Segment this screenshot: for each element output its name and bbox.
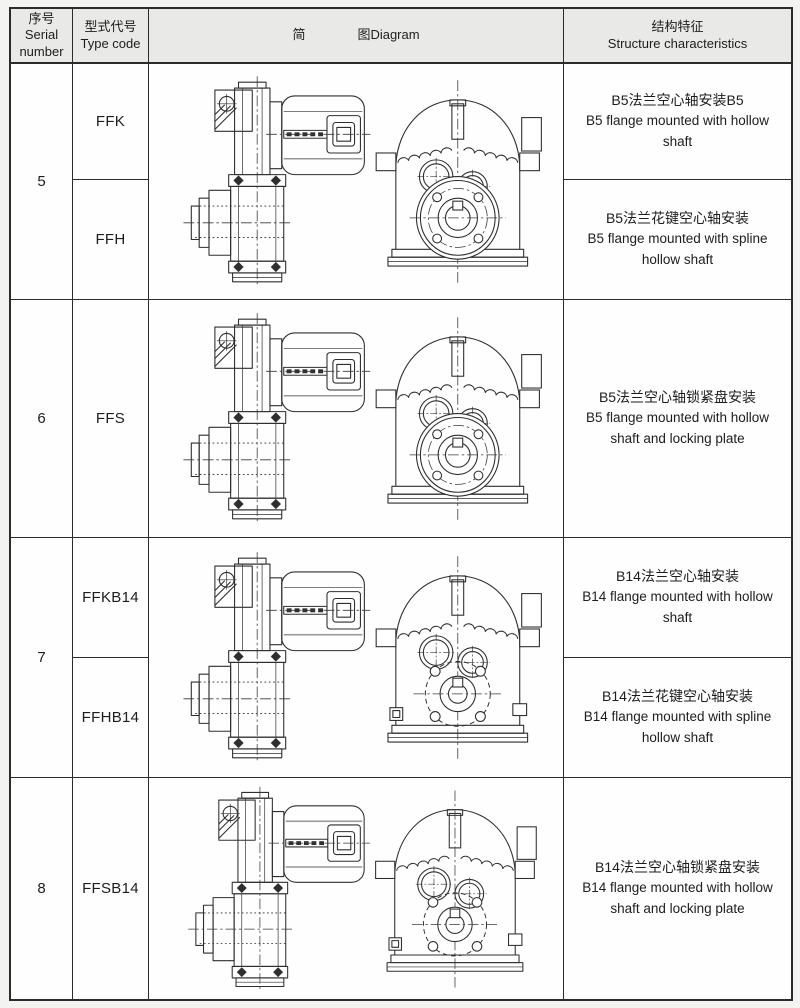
- reducer-type-table: 序号 Serial number 型式代号 Type code 简 图Diagr…: [9, 7, 793, 1001]
- serial-number-cell: 7: [11, 538, 73, 777]
- type-code-ffs: FFS: [73, 300, 149, 537]
- characteristic-zh: B14法兰花键空心轴安装: [602, 687, 753, 704]
- characteristic-zh: B5法兰空心轴安装B5: [611, 91, 744, 108]
- characteristic-en: B5 flange mounted with spline hollow sha…: [587, 231, 768, 268]
- characteristics-column: B14法兰空心轴安装 B14 flange mounted with hollo…: [564, 538, 791, 777]
- serial-number-cell: 6: [11, 300, 73, 537]
- type-code-column: FFK FFH: [73, 64, 149, 299]
- characteristic-cell: B5法兰花键空心轴安装 B5 flange mounted with splin…: [564, 180, 791, 299]
- front-view-b14-drawing: [376, 556, 541, 759]
- characteristics-column: B5法兰空心轴安装B5 B5 flange mounted with hollo…: [564, 64, 791, 299]
- characteristic-zh: B5法兰空心轴锁紧盘安装: [598, 388, 757, 405]
- characteristic-cell: B14法兰空心轴安装 B14 flange mounted with hollo…: [564, 538, 791, 658]
- diagram-cell: [149, 300, 564, 537]
- gear-reducer-drawing: [187, 785, 559, 990]
- characteristic-cell: B5法兰空心轴安装B5 B5 flange mounted with hollo…: [564, 64, 791, 180]
- diagram-cell: [149, 64, 564, 299]
- side-view-drawing: [182, 75, 371, 286]
- table-row-serial-8: 8 FFSB14 B14法兰空心轴锁紧盘安装 B14 flange mounte…: [11, 778, 791, 999]
- header-structure-characteristics: 结构特征 Structure characteristics: [607, 19, 748, 51]
- characteristic-en: B5 flange mounted with hollow shaft and …: [585, 410, 770, 447]
- table-row-serial-5: 5 FFK FFH B5法兰空心轴安装B5 B5 flange mounted …: [11, 64, 791, 300]
- diagram-cell: [149, 778, 564, 999]
- header-diagram: 简 图Diagram: [149, 9, 564, 62]
- front-view-b5-drawing: [376, 317, 541, 520]
- serial-number-cell: 5: [11, 64, 73, 299]
- type-code-column: FFKB14 FFHB14: [73, 538, 149, 777]
- type-code-ffk: FFK: [73, 64, 148, 180]
- header-serial-number: 序号 Serial number: [11, 9, 73, 62]
- serial-number-cell: 8: [11, 778, 73, 999]
- characteristic-zh: B14法兰空心轴安装: [616, 567, 739, 584]
- characteristic-en: B14 flange mounted with hollow shaft: [582, 589, 773, 626]
- type-code-ffh: FFH: [95, 231, 126, 248]
- characteristic-zh: B5法兰花键空心轴安装: [605, 209, 750, 226]
- type-code-ffsb14: FFSB14: [73, 778, 149, 999]
- side-view-drawing: [182, 551, 371, 762]
- side-view-drawing: [182, 312, 371, 523]
- type-code-ffhb14: FFHB14: [81, 709, 140, 726]
- table-row-serial-6: 6 FFS B5法兰空心轴锁紧盘安装 B5 flange mounted wit…: [11, 300, 791, 538]
- gear-reducer-drawing: [182, 312, 563, 523]
- side-view-drawing: [187, 785, 370, 990]
- type-code-ffkb14: FFKB14: [73, 538, 148, 658]
- characteristic-en: B5 flange mounted with hollow shaft: [585, 113, 770, 150]
- table-row-serial-7: 7 FFKB14 FFHB14 B14法兰空心轴安装 B14 flange mo…: [11, 538, 791, 778]
- characteristic-cell: B14法兰空心轴锁紧盘安装 B14 flange mounted with ho…: [564, 778, 791, 999]
- front-view-b5-drawing: [376, 80, 541, 283]
- front-view-b14-drawing: [375, 790, 536, 987]
- characteristic-en: B14 flange mounted with spline hollow sh…: [583, 709, 772, 746]
- header-type-code: 型式代号 Type code: [73, 9, 149, 62]
- characteristic-en: B14 flange mounted with hollow shaft and…: [582, 880, 773, 917]
- characteristic-cell: B14法兰花键空心轴安装 B14 flange mounted with spl…: [564, 658, 791, 777]
- gear-reducer-drawing: [182, 551, 563, 762]
- characteristic-zh: B14法兰空心轴锁紧盘安装: [595, 858, 760, 875]
- gear-reducer-drawing: [182, 75, 563, 286]
- diagram-cell: [149, 538, 564, 777]
- characteristic-cell: B5法兰空心轴锁紧盘安装 B5 flange mounted with holl…: [564, 300, 791, 537]
- table-header-row: 序号 Serial number 型式代号 Type code 简 图Diagr…: [11, 9, 791, 64]
